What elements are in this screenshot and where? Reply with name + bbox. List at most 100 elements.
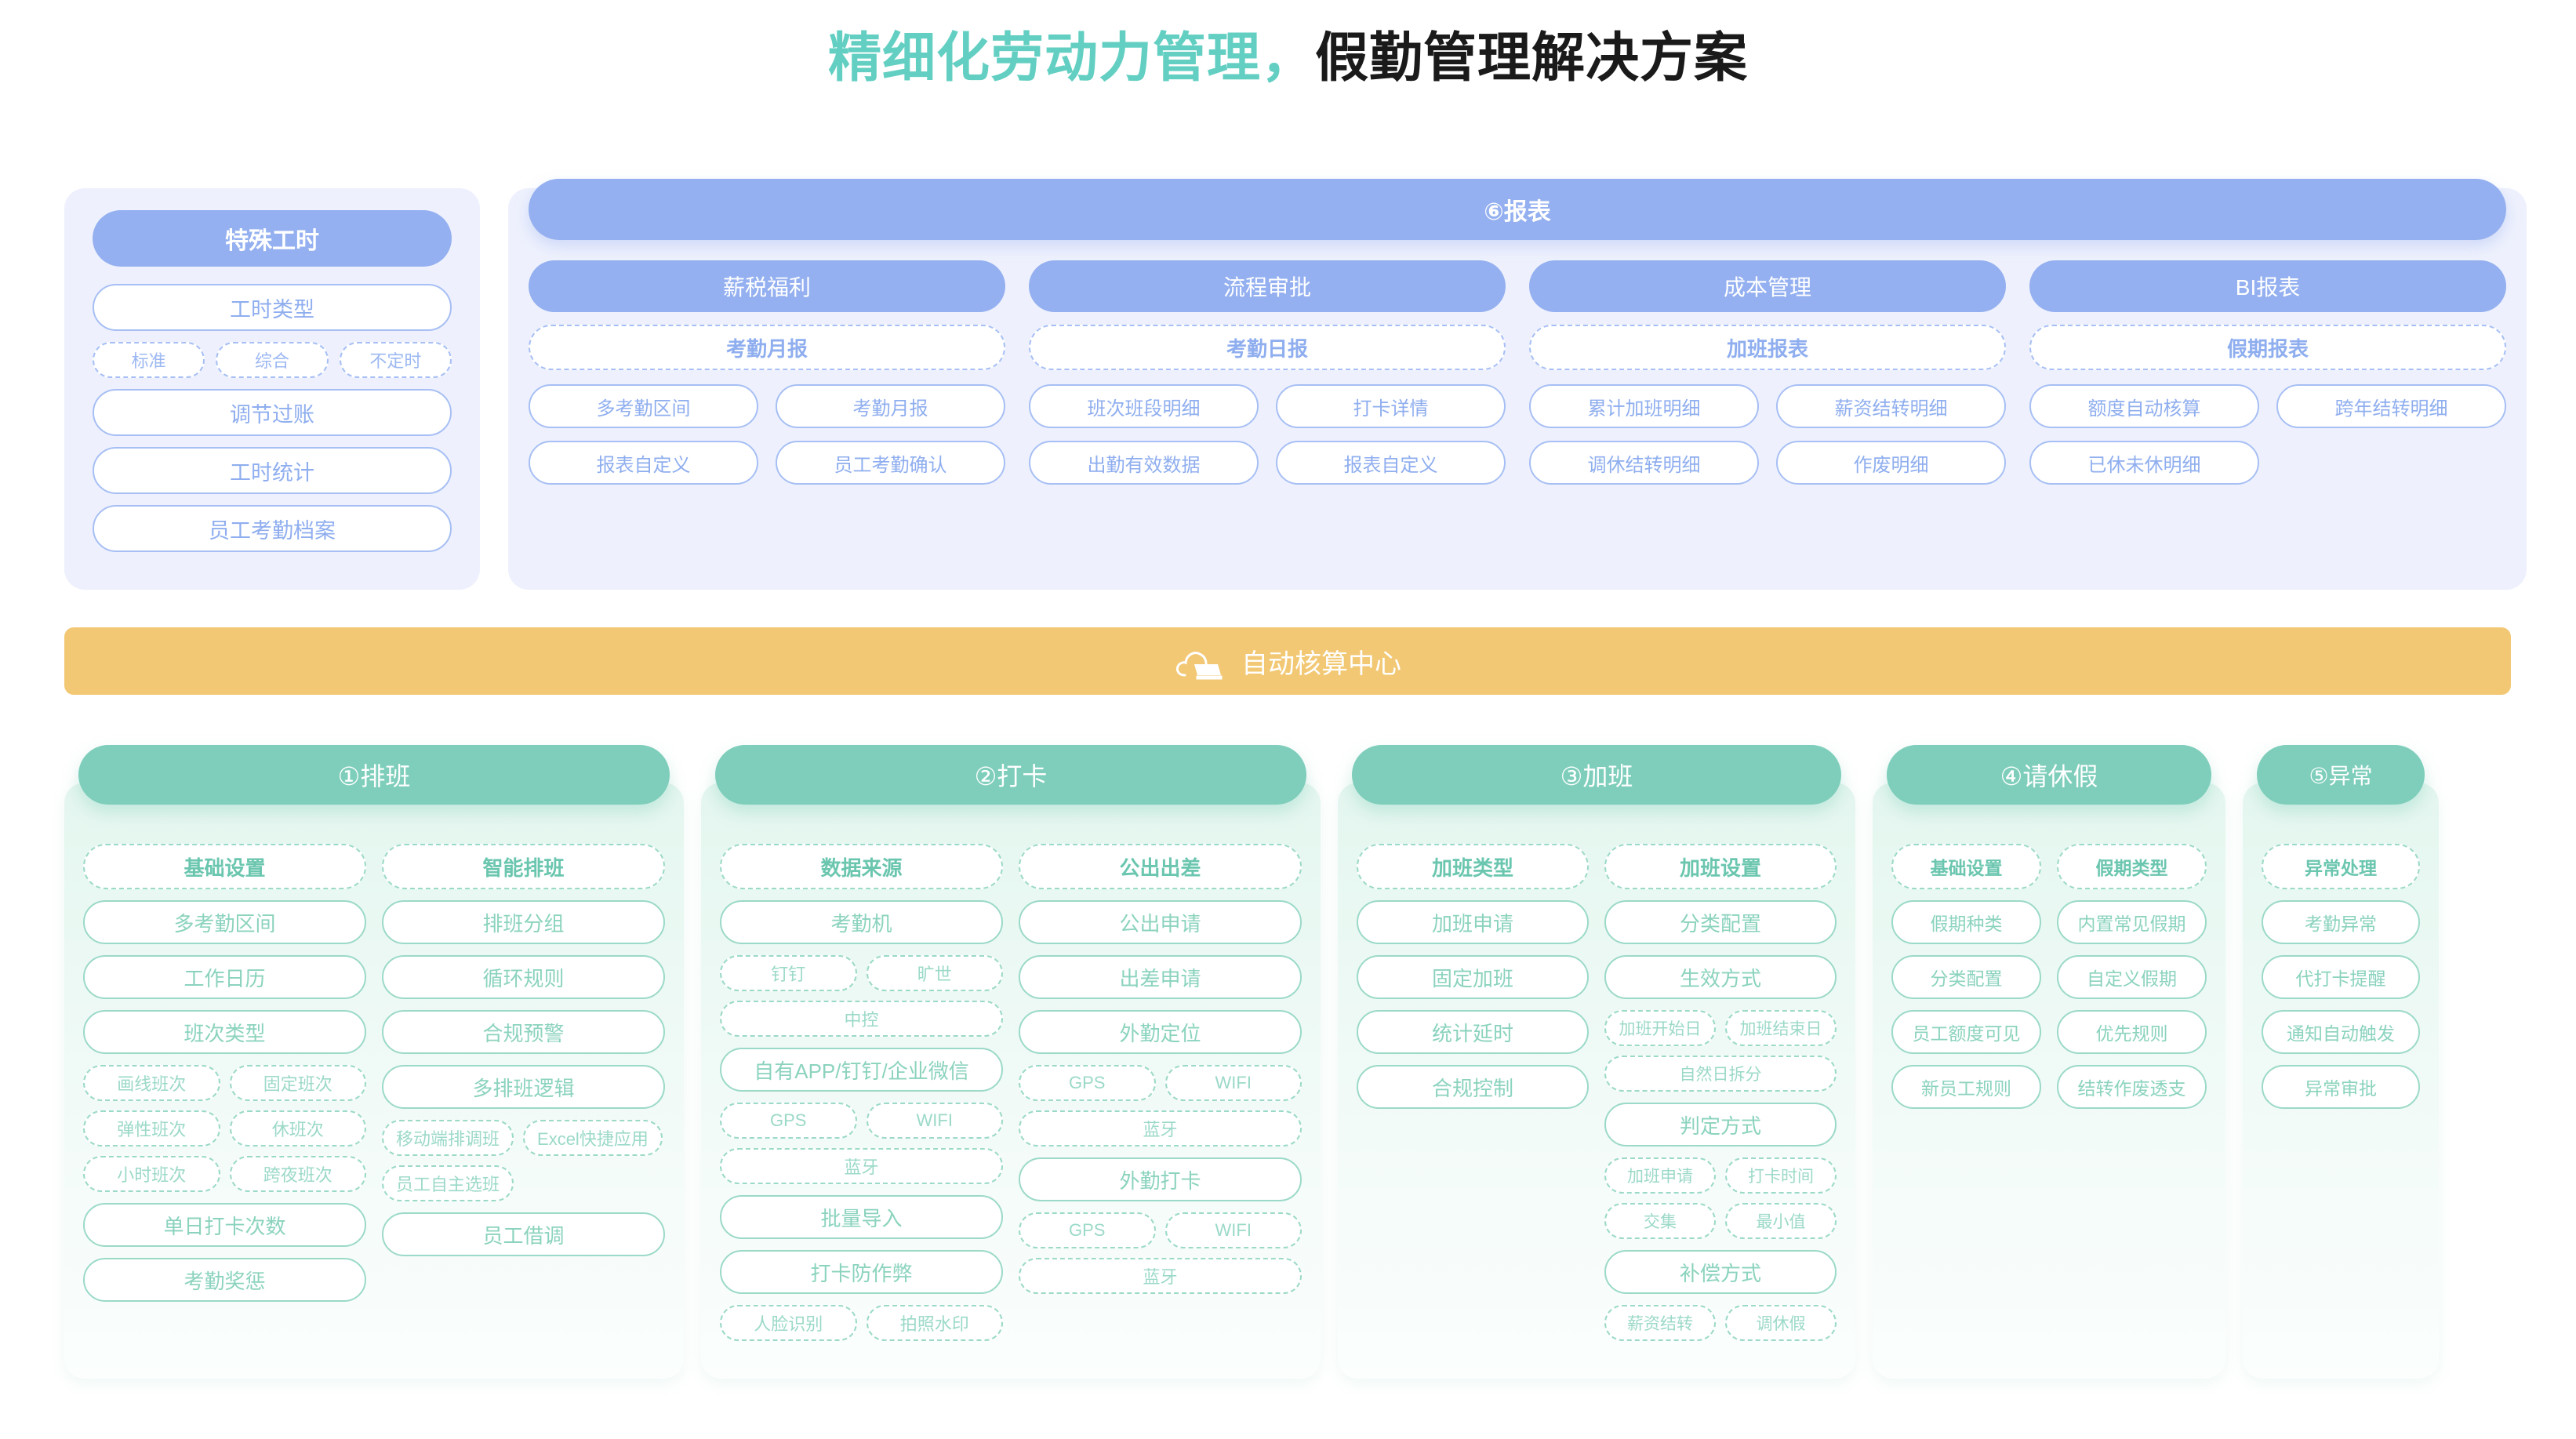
report-col-title-1[interactable]: 流程审批 — [1029, 260, 1506, 312]
group-item[interactable]: 排班分组 — [382, 900, 665, 944]
group-item[interactable]: 假期种类 — [1891, 900, 2041, 944]
group-item[interactable]: 打卡防作弊 — [720, 1250, 1003, 1294]
group-item[interactable]: 代打卡提醒 — [2262, 955, 2420, 999]
report-col-sub-1[interactable]: 考勤日报 — [1029, 325, 1506, 370]
group-item[interactable]: 结转作废透支 — [2057, 1065, 2207, 1109]
chip[interactable]: 加班申请 — [1604, 1157, 1716, 1194]
group-head[interactable]: 加班类型 — [1357, 844, 1589, 889]
chip-gps[interactable]: GPS — [1019, 1065, 1156, 1101]
group-item[interactable]: 固定加班 — [1357, 955, 1589, 999]
group-item[interactable]: 判定方式 — [1604, 1103, 1837, 1146]
group-item[interactable]: 异常审批 — [2262, 1065, 2420, 1109]
group-head[interactable]: 加班设置 — [1604, 844, 1837, 889]
chip-gps[interactable]: GPS — [720, 1103, 857, 1139]
group-item[interactable]: 新员工规则 — [1891, 1065, 2041, 1109]
group-item[interactable]: 班次类型 — [83, 1010, 366, 1054]
report-item[interactable]: 报表自定义 — [1276, 441, 1506, 485]
group-item[interactable]: 考勤机 — [720, 900, 1003, 944]
chip[interactable]: 旷世 — [866, 955, 1003, 991]
group-head[interactable]: 基础设置 — [83, 844, 366, 889]
report-col-title-0[interactable]: 薪税福利 — [529, 260, 1005, 312]
chip[interactable]: 打卡时间 — [1725, 1157, 1837, 1194]
group-item[interactable]: 合规预警 — [382, 1010, 665, 1054]
report-col-sub-3[interactable]: 假期报表 — [2029, 325, 2506, 370]
group-head[interactable]: 智能排班 — [382, 844, 665, 889]
chip[interactable]: 加班结束日 — [1725, 1010, 1837, 1046]
chip[interactable]: 交集 — [1604, 1203, 1716, 1239]
group-head[interactable]: 异常处理 — [2262, 844, 2420, 889]
group-item[interactable]: 自定义假期 — [2057, 955, 2207, 999]
group-item[interactable]: 单日打卡次数 — [83, 1203, 366, 1247]
group-item[interactable]: 优先规则 — [2057, 1010, 2207, 1054]
chip[interactable]: 移动端排调班 — [382, 1120, 514, 1156]
report-col-sub-2[interactable]: 加班报表 — [1529, 325, 2006, 370]
chip[interactable]: 调休假 — [1725, 1305, 1837, 1341]
special-hours-work-type[interactable]: 工时类型 — [93, 284, 452, 331]
chip[interactable]: Excel快捷应用 — [523, 1120, 663, 1156]
report-col-title-3[interactable]: BI报表 — [2029, 260, 2506, 312]
group-item[interactable]: 公出申请 — [1019, 900, 1302, 944]
chip-comprehensive[interactable]: 综合 — [216, 342, 329, 378]
group-item[interactable]: 补偿方式 — [1604, 1250, 1837, 1294]
chip[interactable]: 画线班次 — [83, 1065, 220, 1101]
group-head[interactable]: 数据来源 — [720, 844, 1003, 889]
group-item[interactable]: 员工借调 — [382, 1212, 665, 1256]
chip-wifi[interactable]: WIFI — [1164, 1065, 1302, 1101]
group-item[interactable]: 通知自动触发 — [2262, 1010, 2420, 1054]
chip-wifi[interactable]: WIFI — [866, 1103, 1003, 1139]
group-item[interactable]: 员工额度可见 — [1891, 1010, 2041, 1054]
report-item[interactable]: 打卡详情 — [1276, 384, 1506, 428]
chip[interactable]: 自然日拆分 — [1604, 1056, 1837, 1092]
group-item[interactable]: 统计延时 — [1357, 1010, 1589, 1054]
group-item[interactable]: 出差申请 — [1019, 955, 1302, 999]
chip[interactable]: 最小值 — [1725, 1203, 1837, 1239]
chip-gps[interactable]: GPS — [1019, 1212, 1156, 1248]
report-item[interactable]: 额度自动核算 — [2029, 384, 2259, 428]
chip[interactable]: 跨夜班次 — [229, 1156, 366, 1192]
chip-bluetooth[interactable]: 蓝牙 — [720, 1148, 1003, 1184]
group-item[interactable]: 内置常见假期 — [2057, 900, 2207, 944]
chip-standard[interactable]: 标准 — [93, 342, 205, 378]
report-item[interactable]: 跨年结转明细 — [2276, 384, 2506, 428]
chip[interactable]: 固定班次 — [229, 1065, 366, 1101]
special-hours-item-0[interactable]: 调节过账 — [93, 389, 452, 436]
chip[interactable]: 中控 — [720, 1001, 1003, 1037]
group-item[interactable]: 考勤奖惩 — [83, 1258, 366, 1302]
group-head[interactable]: 公出出差 — [1019, 844, 1302, 889]
group-item[interactable]: 加班申请 — [1357, 900, 1589, 944]
chip[interactable]: 钉钉 — [720, 955, 857, 991]
report-item[interactable]: 调休结转明细 — [1529, 441, 1759, 485]
report-item[interactable]: 作废明细 — [1776, 441, 2006, 485]
report-item[interactable]: 已休未休明细 — [2029, 441, 2259, 485]
group-item[interactable]: 生效方式 — [1604, 955, 1837, 999]
special-hours-item-2[interactable]: 员工考勤档案 — [93, 505, 452, 552]
group-item[interactable]: 多排班逻辑 — [382, 1065, 665, 1109]
chip-photo-watermark[interactable]: 拍照水印 — [866, 1305, 1003, 1341]
group-head[interactable]: 基础设置 — [1891, 844, 2041, 889]
group-item[interactable]: 多考勤区间 — [83, 900, 366, 944]
group-item[interactable]: 外勤定位 — [1019, 1010, 1302, 1054]
group-item[interactable]: 自有APP/钉钉/企业微信 — [720, 1048, 1003, 1092]
chip-face-recognition[interactable]: 人脸识别 — [720, 1305, 857, 1341]
group-item[interactable]: 考勤异常 — [2262, 900, 2420, 944]
report-item[interactable]: 多考勤区间 — [529, 384, 758, 428]
group-head[interactable]: 假期类型 — [2057, 844, 2207, 889]
report-item[interactable]: 出勤有效数据 — [1029, 441, 1259, 485]
report-item[interactable]: 员工考勤确认 — [776, 441, 1005, 485]
group-item[interactable]: 批量导入 — [720, 1195, 1003, 1239]
chip[interactable]: 加班开始日 — [1604, 1010, 1716, 1046]
group-item[interactable]: 分类配置 — [1604, 900, 1837, 944]
group-item[interactable]: 外勤打卡 — [1019, 1157, 1302, 1201]
group-item[interactable]: 分类配置 — [1891, 955, 2041, 999]
group-item[interactable]: 工作日历 — [83, 955, 366, 999]
special-hours-item-1[interactable]: 工时统计 — [93, 447, 452, 494]
chip-bluetooth[interactable]: 蓝牙 — [1019, 1110, 1302, 1146]
report-item[interactable]: 报表自定义 — [529, 441, 758, 485]
report-item[interactable]: 薪资结转明细 — [1776, 384, 2006, 428]
chip[interactable]: 小时班次 — [83, 1156, 220, 1192]
report-item[interactable]: 考勤月报 — [776, 384, 1005, 428]
chip[interactable]: 薪资结转 — [1604, 1305, 1716, 1341]
chip[interactable]: 休班次 — [229, 1110, 366, 1146]
chip[interactable]: 员工自主选班 — [382, 1165, 514, 1201]
report-col-title-2[interactable]: 成本管理 — [1529, 260, 2006, 312]
